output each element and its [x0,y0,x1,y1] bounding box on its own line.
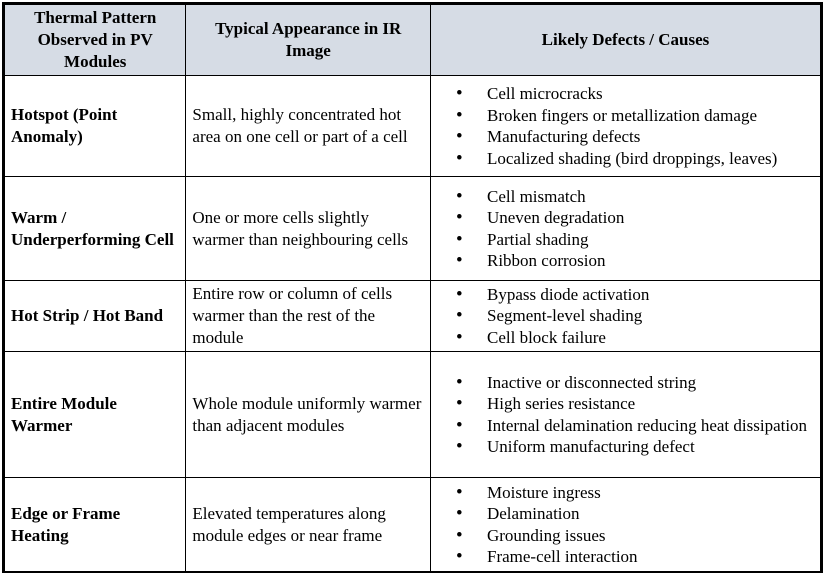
bullet-icon [451,148,487,170]
cause-text: Internal delamination reducing heat diss… [486,415,808,435]
cause-item: High series resistance [451,393,812,415]
table-row-warm-cell: Warm / Underperforming Cell One or more … [2,176,823,281]
bullet-icon [451,393,487,415]
causes-cell: Cell mismatch Uneven degradation Partial… [429,176,823,281]
cause-text: Localized shading (bird droppings, leave… [486,148,778,168]
bullet-icon [451,229,487,251]
cause-text: Grounding issues [486,525,606,545]
cause-item: Internal delamination reducing heat diss… [451,415,812,437]
bullet-icon [451,525,487,547]
bullet-icon [451,482,487,504]
bullet-icon [451,546,487,568]
cause-list: Bypass diode activation Segment-level sh… [437,284,814,349]
appearance-cell: One or more cells slightly warmer than n… [185,176,431,281]
cause-text: Frame-cell interaction [486,547,638,566]
causes-cell: Bypass diode activation Segment-level sh… [429,280,823,352]
pattern-cell: Entire Module Warmer [2,351,187,478]
cause-item: Frame-cell interaction [451,546,812,568]
column-header-ir-appearance: Typical Appearance in IR Image [185,3,431,76]
cause-text: Inactive or disconnected string [486,372,697,392]
cause-list: Inactive or disconnected string High ser… [437,372,814,458]
causes-cell: Inactive or disconnected string High ser… [429,351,823,478]
bullet-icon [451,250,487,272]
cause-item: Cell mismatch [451,186,812,208]
bullet-icon [451,105,487,127]
header-row: Thermal Pattern Observed in PV Modules T… [2,3,823,76]
cause-text: Delamination [486,504,580,523]
cause-list: Cell microcracks Broken fingers or metal… [437,83,814,169]
bullet-icon [451,305,487,327]
pattern-cell: Edge or Frame Heating [2,477,187,573]
bullet-icon [451,126,487,148]
pattern-cell: Warm / Underperforming Cell [2,176,187,281]
bullet-icon [451,415,487,437]
appearance-cell: Small, highly concentrated hot area on o… [185,75,431,177]
cause-text: Uneven degradation [486,208,625,227]
cause-text: Uniform manufacturing defect [486,437,695,456]
cause-text: Cell block failure [486,327,606,347]
cause-text: Segment-level shading [486,306,643,326]
table-row-edge-frame: Edge or Frame Heating Elevated temperatu… [2,477,823,573]
table-row-hot-strip: Hot Strip / Hot Band Entire row or colum… [2,280,823,352]
bullet-icon [451,186,487,208]
causes-cell: Moisture ingress Delamination Grounding … [429,477,823,573]
cause-text: Moisture ingress [486,482,601,502]
cause-item: Cell microcracks [451,83,812,105]
bullet-icon [451,327,487,349]
table-row-entire-module: Entire Module Warmer Whole module unifor… [2,351,823,478]
cause-item: Cell block failure [451,327,812,349]
bullet-icon [451,503,487,525]
cause-text: Broken fingers or metallization damage [486,105,758,125]
bullet-icon [451,83,487,105]
column-header-likely-defects: Likely Defects / Causes [429,3,823,76]
cause-item: Ribbon corrosion [451,250,812,272]
pattern-cell: Hotspot (Point Anomaly) [2,75,187,177]
cause-item: Manufacturing defects [451,126,812,148]
causes-cell: Cell microcracks Broken fingers or metal… [429,75,823,177]
cause-item: Segment-level shading [451,305,812,327]
cause-text: Partial shading [486,229,589,249]
appearance-cell: Entire row or column of cells warmer tha… [185,280,431,352]
cause-item: Uniform manufacturing defect [451,436,812,458]
cause-item: Moisture ingress [451,482,812,504]
cause-text: High series resistance [486,394,636,413]
cause-item: Broken fingers or metallization damage [451,105,812,127]
table-row-hotspot: Hotspot (Point Anomaly) Small, highly co… [2,75,823,177]
cause-text: Bypass diode activation [486,284,650,304]
cause-list: Moisture ingress Delamination Grounding … [437,482,814,568]
bullet-icon [451,284,487,306]
cause-text: Cell microcracks [486,84,603,103]
cause-item: Uneven degradation [451,207,812,229]
cause-item: Bypass diode activation [451,284,812,306]
cause-list: Cell mismatch Uneven degradation Partial… [437,186,814,272]
cause-item: Grounding issues [451,525,812,547]
pattern-cell: Hot Strip / Hot Band [2,280,187,352]
cause-text: Cell mismatch [486,186,586,206]
cause-item: Delamination [451,503,812,525]
cause-item: Partial shading [451,229,812,251]
cause-text: Manufacturing defects [486,127,641,146]
appearance-cell: Elevated temperatures along module edges… [185,477,431,573]
cause-item: Localized shading (bird droppings, leave… [451,148,812,170]
column-header-thermal-pattern: Thermal Pattern Observed in PV Modules [2,3,187,76]
bullet-icon [451,372,487,394]
appearance-cell: Whole module uniformly warmer than adjac… [185,351,431,478]
cause-text: Ribbon corrosion [486,251,606,270]
cause-item: Inactive or disconnected string [451,372,812,394]
bullet-icon [451,207,487,229]
bullet-icon [451,436,487,458]
